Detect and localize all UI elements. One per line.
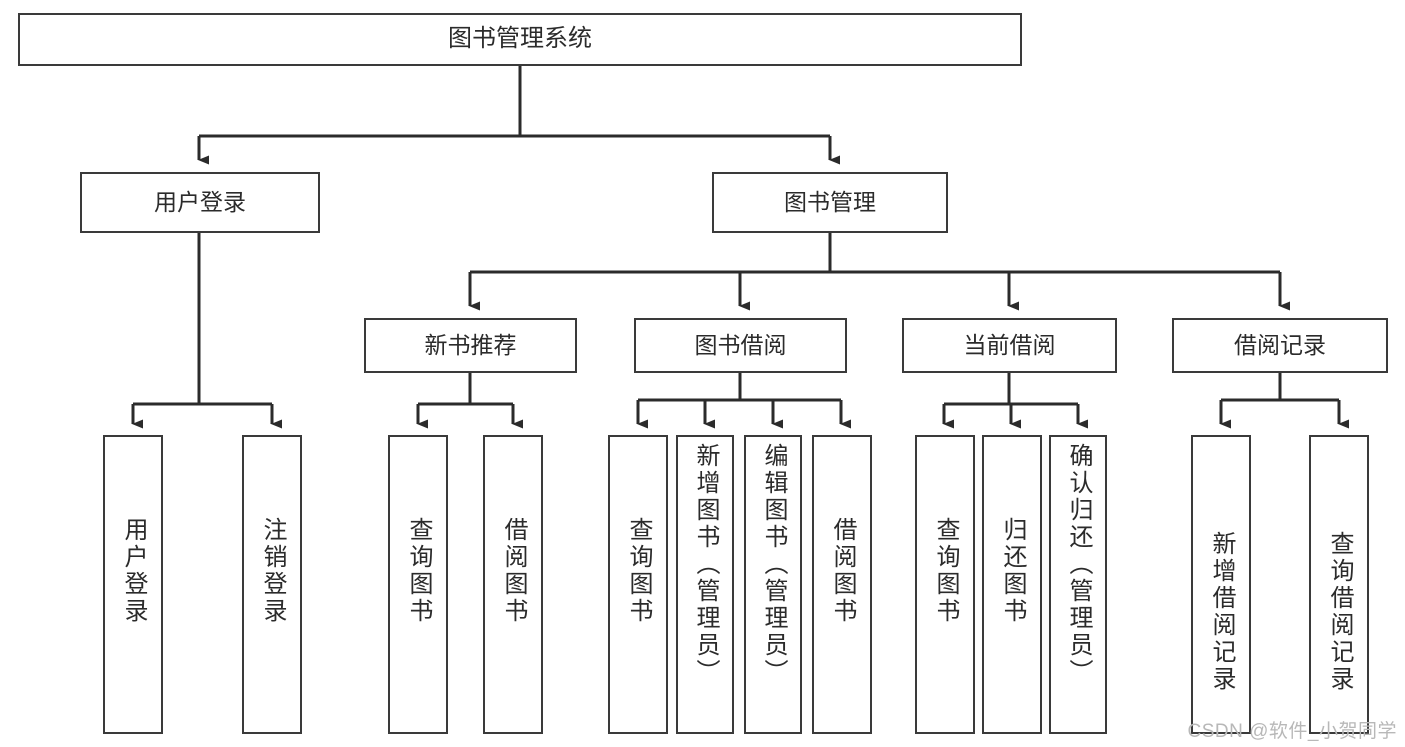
leaf-current-borrow-return[interactable]: 归还图书 — [982, 435, 1042, 734]
node-label: 新增图书（管理员） — [692, 443, 719, 686]
node-label: 图书借阅 — [694, 331, 787, 358]
leaf-borrow-record-query[interactable]: 查询借阅记录 — [1309, 435, 1369, 734]
node-label: 归还图书 — [999, 517, 1026, 625]
node-borrow-record[interactable]: 借阅记录 — [1172, 318, 1388, 373]
node-label: 注销登录 — [259, 517, 286, 625]
leaf-new-book-borrow[interactable]: 借阅图书 — [483, 435, 543, 734]
node-label: 借阅图书 — [829, 517, 856, 625]
node-root-system[interactable]: 图书管理系统 — [18, 13, 1022, 66]
node-label: 确认归还（管理员） — [1065, 443, 1092, 686]
node-label: 图书管理 — [784, 188, 876, 215]
leaf-current-borrow-confirm-return[interactable]: 确认归还（管理员） — [1049, 435, 1107, 734]
leaf-book-borrow-add[interactable]: 新增图书（管理员） — [676, 435, 734, 734]
node-label: 查询借阅记录 — [1326, 531, 1353, 693]
node-label: 当前借阅 — [963, 331, 1056, 358]
node-label: 图书管理系统 — [448, 25, 592, 53]
node-current-borrow[interactable]: 当前借阅 — [902, 318, 1117, 373]
leaf-book-borrow-edit[interactable]: 编辑图书（管理员） — [744, 435, 802, 734]
leaf-book-borrow-lend[interactable]: 借阅图书 — [812, 435, 872, 734]
node-label: 查询图书 — [625, 517, 652, 625]
node-label: 借阅记录 — [1234, 331, 1326, 358]
leaf-current-borrow-query[interactable]: 查询图书 — [915, 435, 975, 734]
node-label: 新书推荐 — [424, 331, 517, 358]
node-book-management[interactable]: 图书管理 — [712, 172, 948, 233]
node-new-book-recommend[interactable]: 新书推荐 — [364, 318, 577, 373]
leaf-book-borrow-query[interactable]: 查询图书 — [608, 435, 668, 734]
node-label: 用户登录 — [120, 517, 147, 625]
leaf-user-login-signout[interactable]: 注销登录 — [242, 435, 302, 734]
node-user-login[interactable]: 用户登录 — [80, 172, 320, 233]
leaf-borrow-record-add[interactable]: 新增借阅记录 — [1191, 435, 1251, 734]
node-label: 编辑图书（管理员） — [760, 443, 787, 686]
node-label: 用户登录 — [154, 188, 246, 215]
leaf-new-book-query[interactable]: 查询图书 — [388, 435, 448, 734]
node-label: 查询图书 — [932, 517, 959, 625]
leaf-user-login-signin[interactable]: 用户登录 — [103, 435, 163, 734]
node-label: 新增借阅记录 — [1208, 531, 1235, 693]
node-book-borrow[interactable]: 图书借阅 — [634, 318, 847, 373]
node-label: 借阅图书 — [500, 517, 527, 625]
node-label: 查询图书 — [405, 517, 432, 625]
watermark: CSDN @软件_小贺同学 — [1187, 721, 1397, 742]
